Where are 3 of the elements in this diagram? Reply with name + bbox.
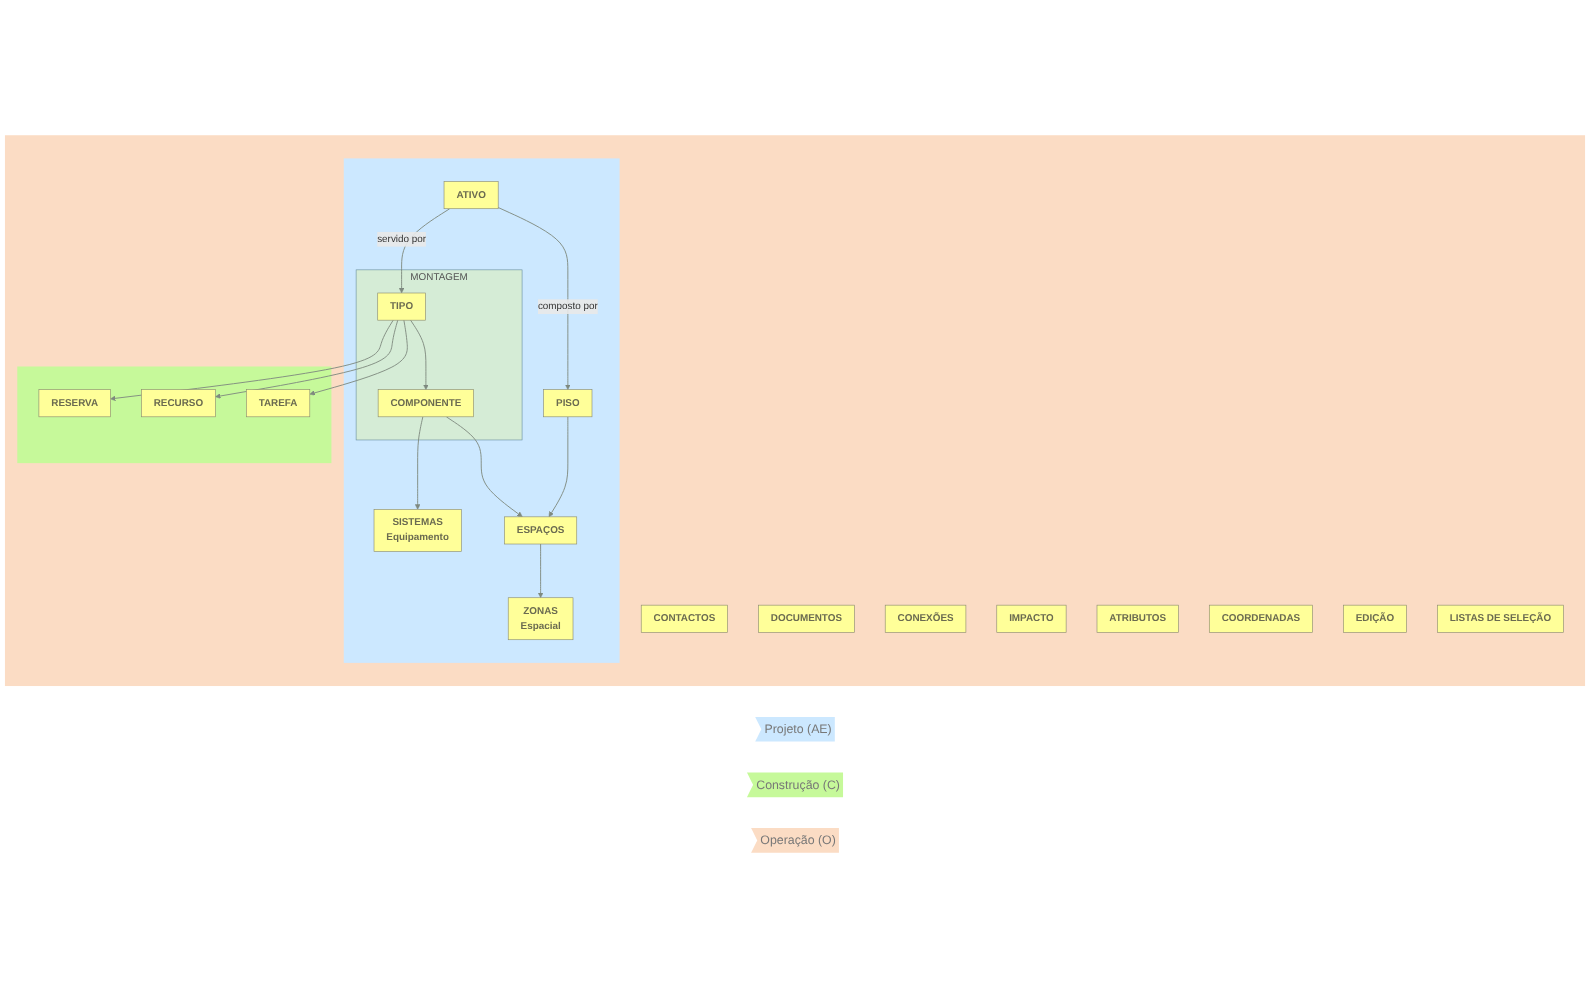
cluster [17,366,332,464]
cluster [343,158,620,663]
cluster [4,135,1586,687]
